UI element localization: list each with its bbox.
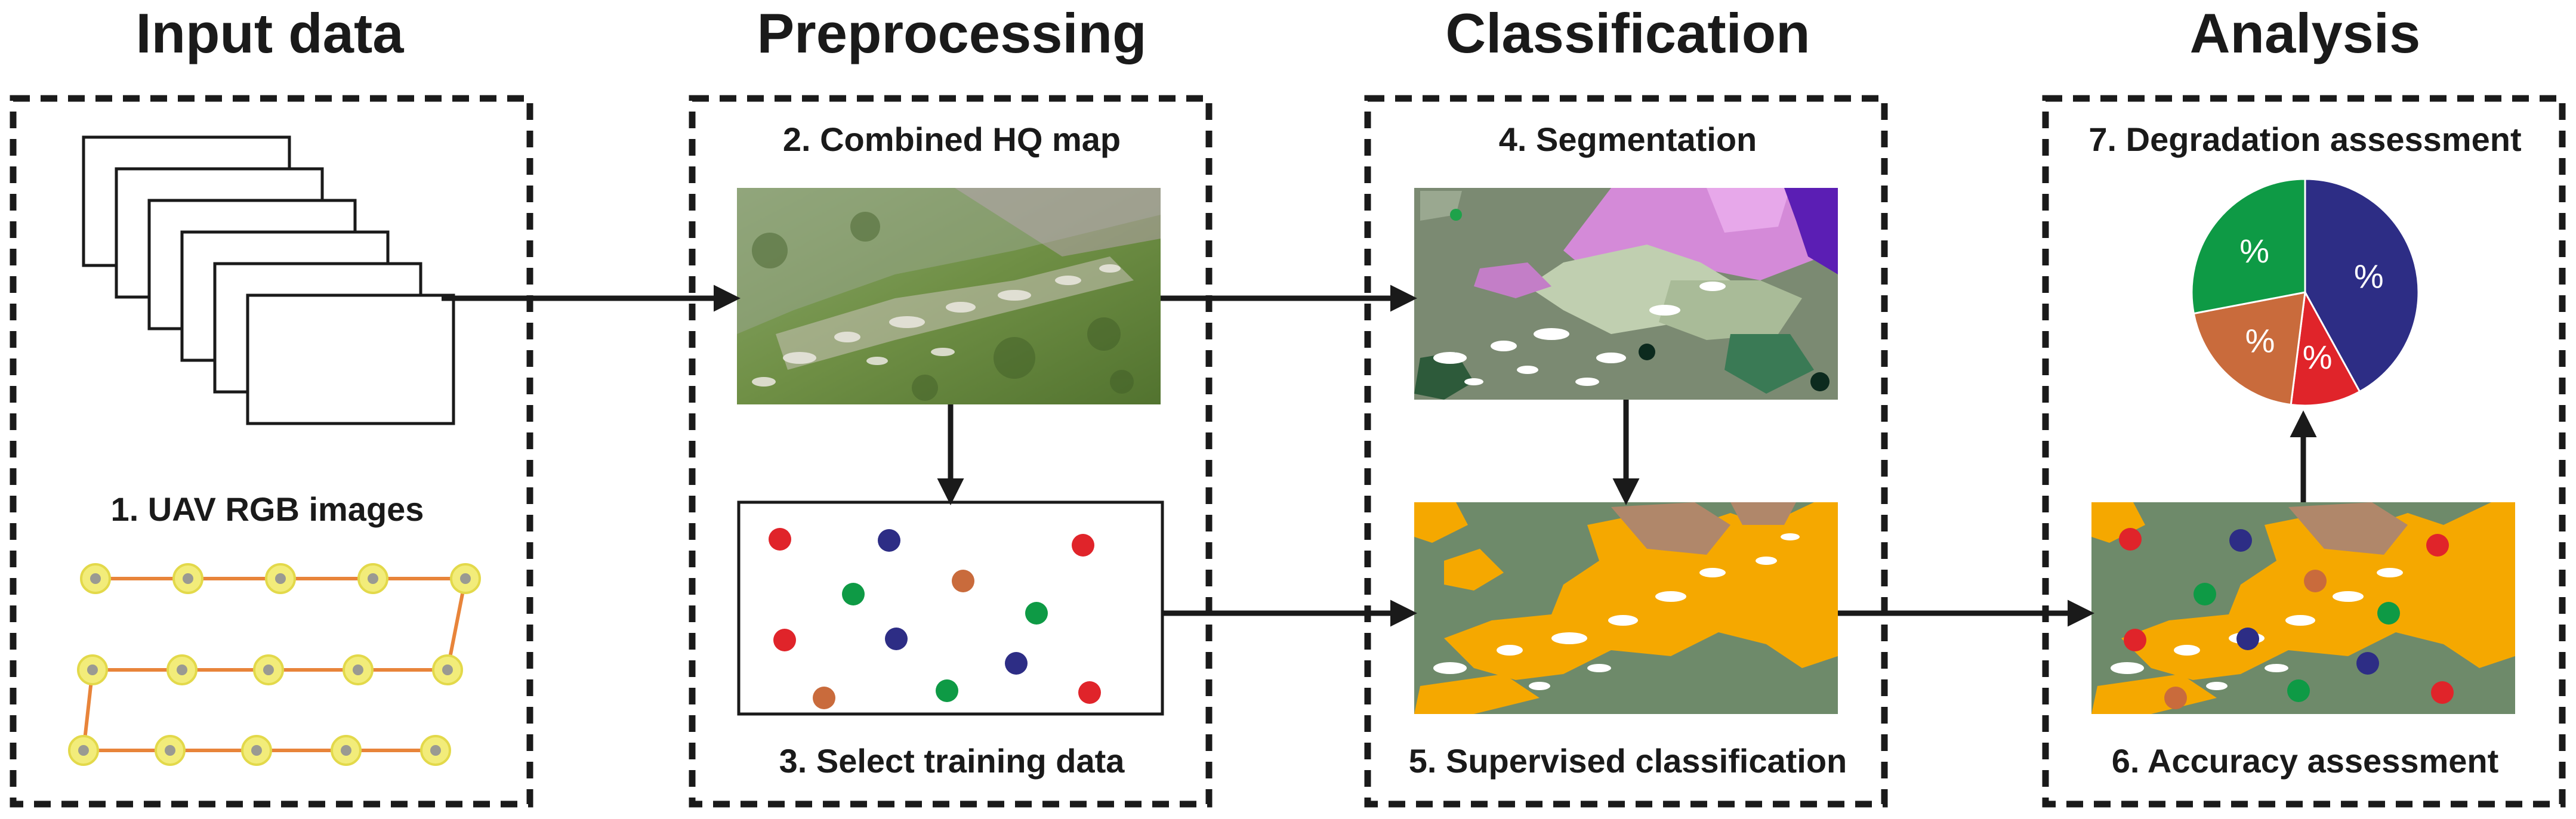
training-points bbox=[769, 528, 1101, 709]
accuracy-assessment-map bbox=[2091, 502, 2515, 714]
preprocessing-stage-box bbox=[689, 95, 1213, 808]
step-3-label: 3. Select training data bbox=[779, 742, 1125, 780]
validation-points bbox=[2119, 528, 2454, 709]
combined-hq-map bbox=[737, 188, 1161, 404]
flight-path-icon bbox=[68, 563, 481, 766]
analysis-stage-box bbox=[2042, 95, 2566, 808]
step-7-label: 7. Degradation assessment bbox=[2088, 120, 2521, 158]
step-5-label: 5. Supervised classification bbox=[1409, 742, 1847, 780]
step-1-label: 1. UAV RGB images bbox=[111, 490, 424, 528]
pie-slice-label-1: % bbox=[2354, 258, 2384, 295]
pie-slice-1 bbox=[2304, 178, 2420, 393]
supervised-classification-map bbox=[1414, 502, 1838, 714]
stage-title-analysis: Analysis bbox=[2190, 2, 2421, 64]
image-stack-icon bbox=[82, 135, 455, 425]
classification-stage-box bbox=[1364, 95, 1888, 808]
step-6-label: 6. Accuracy assessment bbox=[2112, 742, 2499, 780]
pie-slice-label-4: % bbox=[2239, 232, 2269, 270]
pie-slice-label-3: % bbox=[2245, 322, 2275, 359]
step-4-label: 4. Segmentation bbox=[1499, 120, 1757, 158]
segmentation-map bbox=[1414, 188, 1838, 400]
degradation-pie-chart: %%%% bbox=[2191, 178, 2420, 407]
step-2-label: 2. Combined HQ map bbox=[783, 120, 1121, 158]
arrow-icon bbox=[442, 285, 2317, 627]
pie-slice-3 bbox=[2192, 291, 2306, 406]
pie-slice-label-2: % bbox=[2303, 338, 2333, 376]
stage-title-preprocessing: Preprocessing bbox=[757, 2, 1146, 64]
training-data-panel bbox=[737, 500, 1164, 716]
input-stage-box bbox=[10, 95, 533, 808]
pie-slice-2 bbox=[2290, 289, 2361, 407]
pie-slice-4 bbox=[2191, 178, 2306, 315]
stage-title-classification: Classification bbox=[1445, 2, 1810, 64]
stage-title-input: Input data bbox=[135, 2, 404, 64]
